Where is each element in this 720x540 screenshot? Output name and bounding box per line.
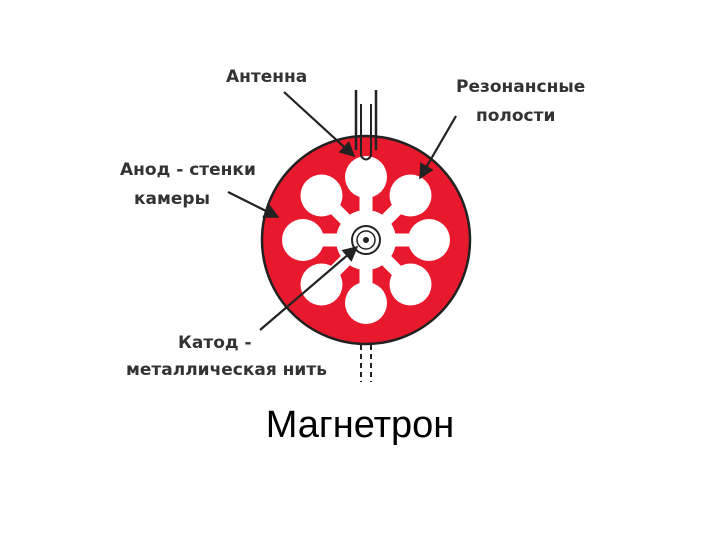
arrow-anode bbox=[227, 191, 280, 218]
pointer-arrows bbox=[227, 91, 457, 331]
antenna bbox=[354, 90, 378, 161]
label-cavities-line1: Резонансные bbox=[456, 77, 585, 97]
resonant-cavity bbox=[408, 219, 450, 261]
resonant-cavity bbox=[345, 282, 387, 324]
label-cathode-line2: металлическая нить bbox=[126, 360, 327, 380]
label-anode-line1: Анод - стенки bbox=[120, 160, 256, 180]
label-cavities-line2: полости bbox=[476, 106, 555, 126]
resonant-cavity bbox=[389, 263, 432, 306]
label-cathode-line1: Катод - bbox=[178, 333, 252, 353]
label-anode-line2: камеры bbox=[134, 189, 210, 209]
label-antenna: Антенна bbox=[226, 67, 307, 87]
resonant-cavity bbox=[300, 263, 343, 306]
arrow-antenna bbox=[283, 91, 356, 158]
resonant-cavity bbox=[345, 156, 387, 198]
resonant-cavity bbox=[282, 219, 324, 261]
arrow-cathode bbox=[259, 245, 359, 331]
arrow-cavities bbox=[419, 115, 457, 180]
diagram-title: Магнетрон bbox=[265, 404, 455, 446]
resonant-cavities bbox=[282, 156, 450, 324]
resonant-cavity bbox=[300, 174, 343, 217]
resonant-cavity bbox=[389, 174, 432, 217]
cathode-core bbox=[363, 237, 369, 243]
